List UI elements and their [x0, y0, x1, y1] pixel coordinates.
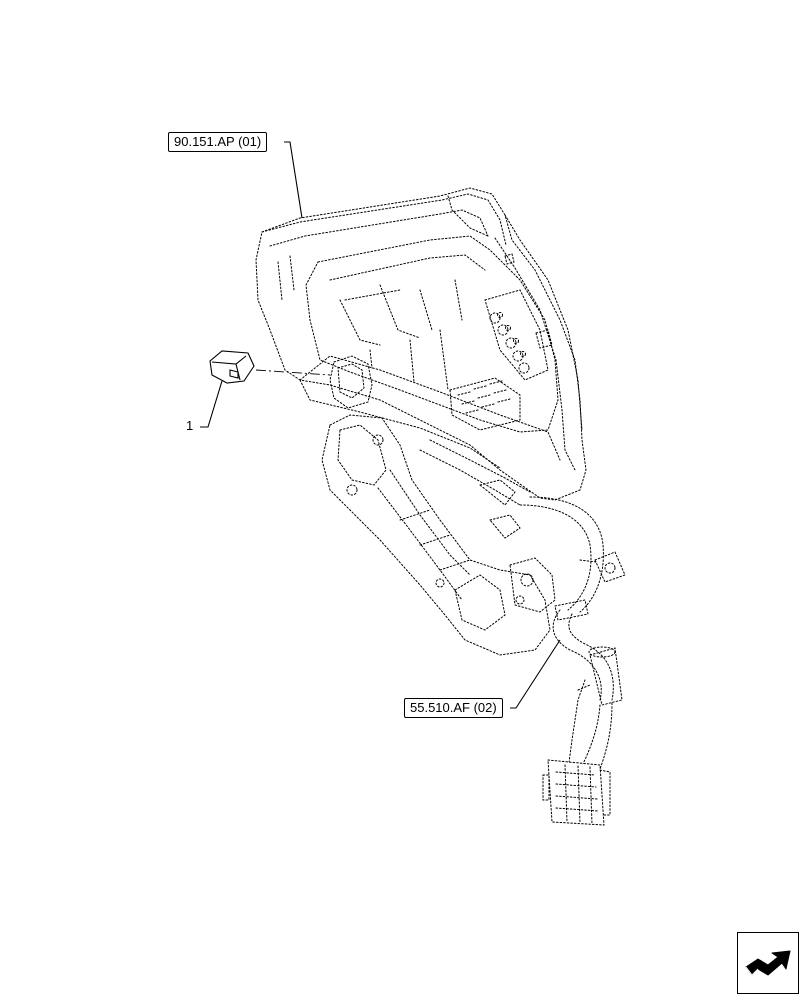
next-page-arrow-icon[interactable] [737, 932, 799, 994]
wiring-harness [519, 496, 626, 776]
insertion-centerline [255, 369, 331, 376]
console-mount-bracket [321, 414, 556, 656]
item-1-leader [200, 380, 223, 428]
console-housing [255, 187, 587, 501]
lower-reference-callout[interactable]: 55.510.AF (02) [404, 698, 503, 718]
upper-reference-callout[interactable]: 90.151.AP (01) [168, 132, 268, 152]
arrow-glyph [745, 950, 791, 976]
item-1-plug-module [209, 350, 255, 384]
item-1-number: 1 [186, 418, 194, 433]
switch-cluster [484, 289, 549, 381]
harness-connector-block [542, 759, 611, 826]
upper-ref-leader [284, 141, 303, 219]
keypad [449, 377, 521, 431]
lower-ref-leader [510, 639, 561, 709]
